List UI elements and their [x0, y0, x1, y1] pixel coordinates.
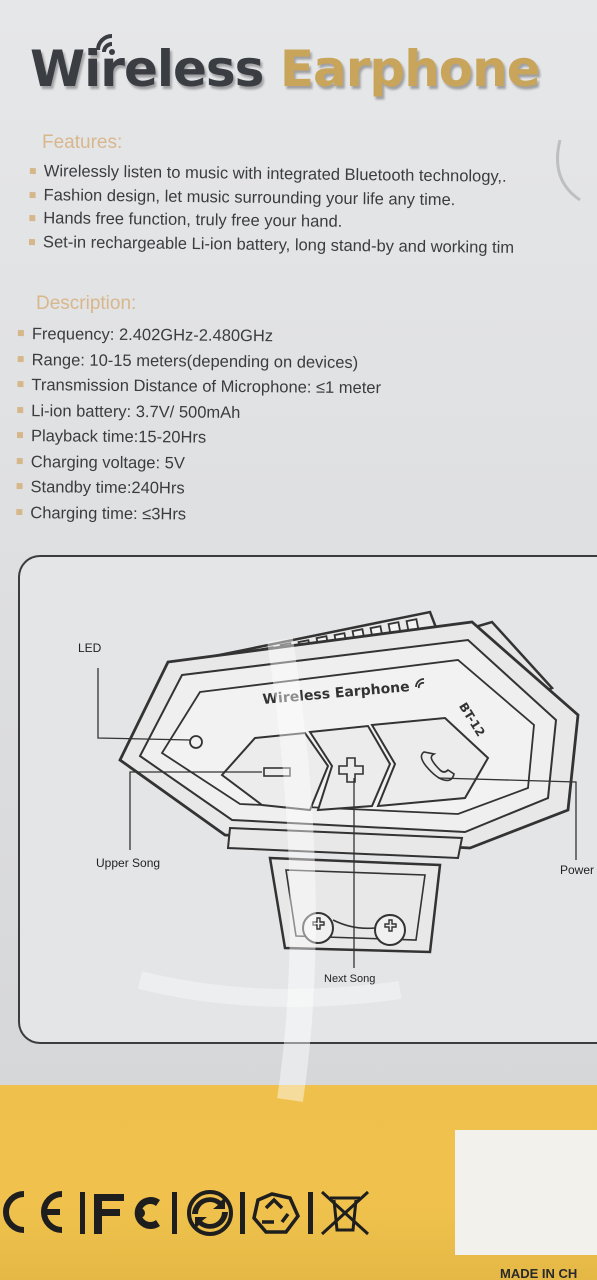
spec-item: Standby time:240Hrs [14, 475, 380, 504]
ce-mark-icon [3, 1191, 63, 1233]
spec-item: Playback time:15-20Hrs [15, 424, 381, 453]
device-wifi-icon [415, 678, 425, 689]
device-bottom-strip [226, 826, 464, 860]
plus-icon [338, 757, 364, 783]
spec-item: Li-ion battery: 3.7V/ 500mAh [15, 398, 381, 427]
description-heading: Description: [36, 293, 137, 314]
white-sticker-panel [455, 1130, 597, 1255]
spec-item: Charging time: ≤3Hrs [14, 500, 380, 529]
led-callout-label: LED [78, 641, 102, 655]
upper-song-button [220, 731, 330, 812]
next-song-button [308, 724, 392, 812]
wifi-signal-icon [96, 34, 115, 55]
spec-item: Charging voltage: 5V [15, 449, 381, 478]
power-callout-label: Power [560, 863, 595, 877]
led-indicator [189, 735, 203, 749]
product-title: Wireless Earphone [30, 40, 541, 98]
crossed-bin-icon [320, 1190, 370, 1236]
screw-left-icon [302, 912, 334, 944]
recycle-arrows-icon [187, 1190, 233, 1236]
features-heading: Features: [42, 132, 123, 153]
features-list: Wirelessly listen to music with integrat… [27, 160, 515, 260]
recycle-symbol-icon [252, 1192, 301, 1234]
title-wireless: Wireless [30, 40, 264, 98]
mount-plate-inner [285, 869, 426, 941]
phone-icon [420, 751, 455, 782]
spec-item: Frequency: 2.402GHz-2.480GHz [16, 322, 382, 351]
device-diagram [97, 610, 580, 968]
fc-mark-icon [94, 1194, 160, 1234]
upper-song-callout-label: Upper Song [96, 856, 161, 870]
description-list: Frequency: 2.402GHz-2.480GHz Range: 10-1… [14, 322, 381, 529]
screw-right-icon [374, 914, 406, 946]
callout-lines [97, 668, 577, 968]
spec-item: Transmission Distance of Microphone: ≤1 … [15, 373, 381, 402]
certification-marks [3, 1190, 370, 1236]
title-earphone: Earphone [279, 40, 541, 98]
next-song-callout-label: Next Song [324, 973, 376, 985]
made-in-label: MADE IN CH [500, 1266, 578, 1280]
power-button [370, 716, 490, 808]
minus-icon [263, 767, 291, 777]
spec-item: Range: 10-15 meters(depending on devices… [16, 347, 382, 376]
